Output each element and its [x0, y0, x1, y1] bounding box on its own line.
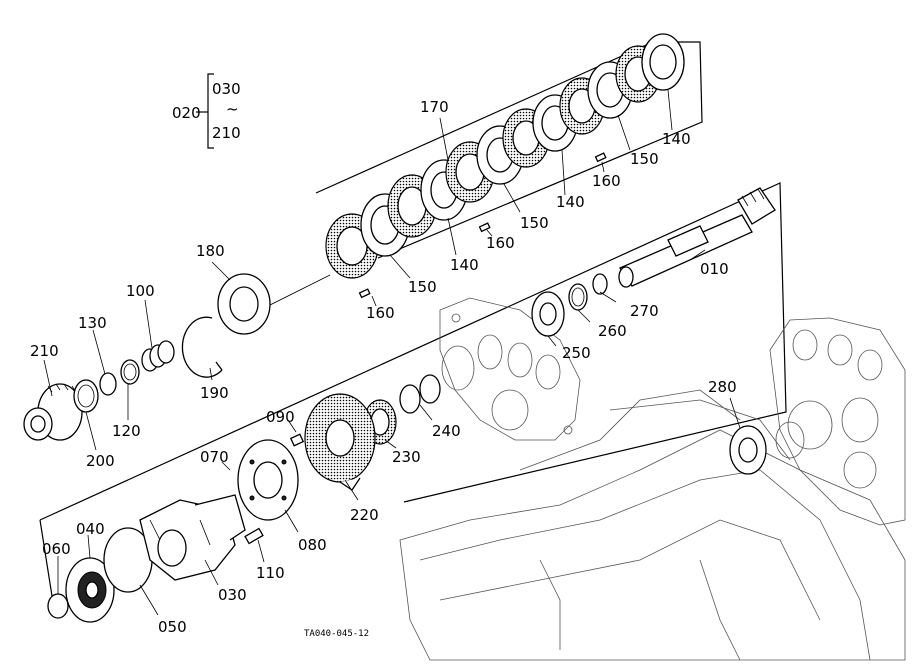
ring-260	[568, 283, 588, 311]
frame-lines	[39, 41, 787, 597]
drawing-code: TA040-045-12	[304, 629, 369, 639]
main-shaft	[618, 187, 776, 288]
callout-010: 010	[700, 260, 729, 278]
callout-150-mid: 150	[520, 214, 549, 232]
rear-housing-outline	[769, 317, 906, 526]
callout-180: 180	[196, 242, 225, 260]
callout-230: 230	[392, 448, 421, 466]
clutch-plate-pack	[325, 33, 685, 299]
callout-060: 060	[42, 540, 71, 558]
bearing-040	[65, 557, 115, 623]
leader-lines	[43, 89, 741, 616]
callout-160-right: 160	[592, 172, 621, 190]
end-plate	[641, 33, 685, 91]
gear-210	[23, 383, 83, 441]
callout-090: 090	[266, 408, 295, 426]
callout-110: 110	[256, 564, 285, 582]
retainer-180	[217, 273, 271, 335]
callout-070: 070	[200, 448, 229, 466]
ring-200	[73, 379, 99, 413]
callout-140-right: 140	[662, 130, 691, 148]
callout-030: 030	[218, 586, 247, 604]
snap-ring-270	[592, 273, 608, 295]
center-housing-outline	[439, 297, 581, 441]
ring-240	[399, 374, 441, 414]
ring-120	[120, 359, 140, 385]
callout-160-left: 160	[366, 304, 395, 322]
callout-100: 100	[126, 282, 155, 300]
callout-200: 200	[86, 452, 115, 470]
plug-090	[289, 433, 305, 447]
carrier-030	[139, 494, 246, 581]
assembly-range-end: 210	[212, 124, 241, 142]
assembly-label: 020	[172, 104, 201, 122]
piston-080	[237, 439, 299, 521]
dowel-pins	[358, 152, 607, 299]
transmission-case-outline	[399, 389, 906, 661]
callout-140-left: 140	[450, 256, 479, 274]
callout-160-mid: 160	[486, 234, 515, 252]
callout-170: 170	[420, 98, 449, 116]
bearing-280	[729, 425, 767, 475]
callout-150-left: 150	[408, 278, 437, 296]
circlip-190	[181, 316, 223, 378]
callout-140-mid: 140	[556, 193, 585, 211]
callout-040: 040	[76, 520, 105, 538]
bearing-250	[531, 291, 565, 337]
callout-120: 120	[112, 422, 141, 440]
assembly-range-separator: ~	[226, 100, 239, 118]
spring-100	[141, 340, 175, 372]
callout-250: 250	[562, 344, 591, 362]
callout-labels: 010 030 040 050 060 070 080 090 100 110 …	[30, 98, 737, 636]
callout-260: 260	[598, 322, 627, 340]
callout-280: 280	[708, 378, 737, 396]
callout-190: 190	[200, 384, 229, 402]
callout-220: 220	[350, 506, 379, 524]
callout-270: 270	[630, 302, 659, 320]
callout-240: 240	[432, 422, 461, 440]
callout-050: 050	[158, 618, 187, 636]
callout-080: 080	[298, 536, 327, 554]
callout-210: 210	[30, 342, 59, 360]
snap-ring-060	[47, 593, 69, 619]
callout-130: 130	[78, 314, 107, 332]
callout-150-right: 150	[630, 150, 659, 168]
assembly-range-start: 030	[212, 80, 241, 98]
ring-130	[99, 372, 117, 396]
spring-110	[244, 527, 264, 545]
assembly-bracket: 020 030 ~ 210	[172, 73, 241, 149]
pressure-plate	[304, 393, 376, 491]
